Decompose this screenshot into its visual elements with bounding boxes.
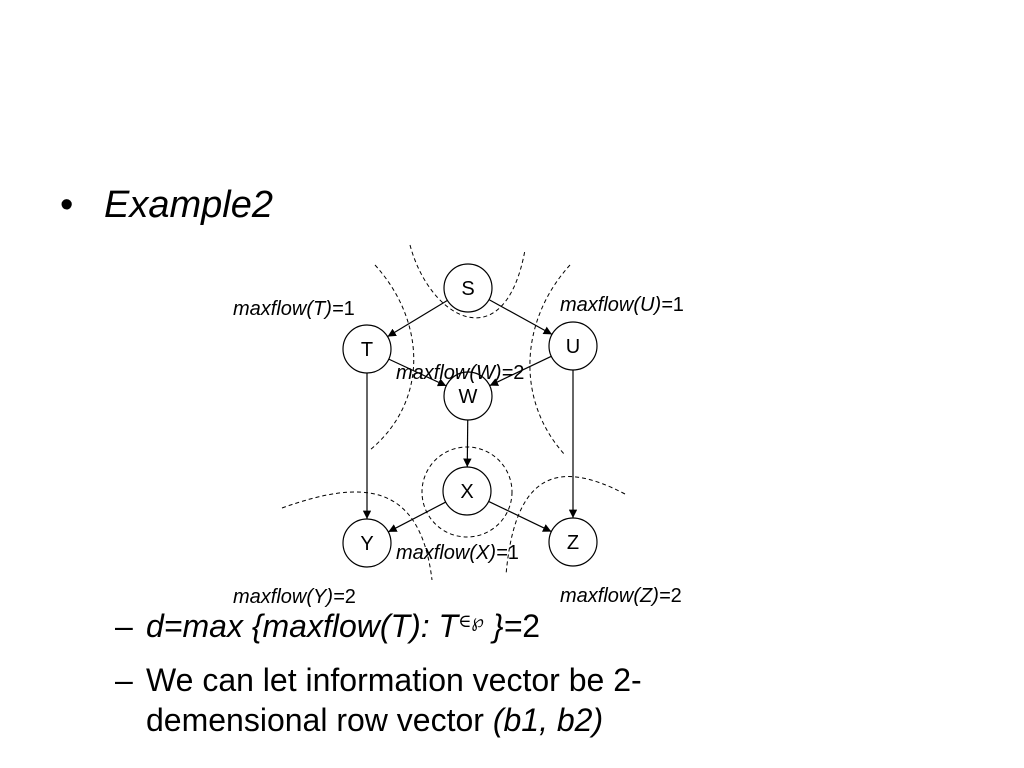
maxflow-label-w: maxflow(W)=2: [396, 362, 524, 384]
cut-curve-y: [281, 491, 433, 581]
edge-x-y: [388, 501, 446, 533]
node-t: [342, 324, 392, 374]
edge-s-u: [488, 299, 553, 335]
edge-s-t: [387, 299, 448, 338]
cut-curve-s: [409, 244, 526, 319]
cut-curve-u: [529, 264, 571, 456]
nodes: S T U W X Y Z: [342, 263, 598, 568]
bullet-example: • Example2: [60, 184, 273, 227]
edges: [362, 299, 578, 533]
edge-u-w: [489, 355, 552, 387]
node-w: [443, 371, 493, 421]
node-x: [442, 466, 492, 516]
node-label-y: Y: [360, 533, 373, 555]
element-of-symbol: ∈℘: [458, 611, 484, 632]
node-u: [548, 321, 598, 371]
annotations: maxflow(T)=1 maxflow(U)=1 maxflow(W)=2 maxf…: [233, 294, 684, 608]
edge-t-w: [388, 358, 447, 387]
vector-text-italic: (b1, b2): [492, 702, 604, 738]
node-y: [342, 518, 392, 568]
cut-curve-z: [505, 476, 626, 576]
edge-x-z: [488, 500, 552, 533]
node-s: [443, 263, 493, 313]
dash-marker: –: [115, 662, 133, 698]
node-label-z: Z: [567, 532, 579, 554]
maxflow-label-y: maxflow(Y)=2: [233, 586, 356, 608]
formula-close: }=: [483, 608, 523, 644]
maxflow-label-z: maxflow(Z)=2: [560, 585, 682, 607]
node-label-w: W: [459, 386, 478, 408]
maxflow-label-u: maxflow(U)=1: [560, 294, 684, 316]
vector-text-plain: demensional row vector: [146, 702, 493, 738]
node-z: [548, 517, 598, 567]
formula-text: d=max {maxflow(T): T: [146, 608, 459, 644]
bullet-marker: •: [60, 184, 74, 226]
formula-value: 2: [522, 608, 540, 644]
node-label-x: X: [460, 481, 473, 503]
vector-text-line1: We can let information vector be 2-: [146, 662, 642, 698]
node-label-u: U: [566, 336, 580, 358]
vector-text-line2: demensional row vector (b1, b2): [115, 700, 642, 740]
sub-point-vector: –We can let information vector be 2- dem…: [115, 660, 642, 740]
sub-point-formula: –d=max {maxflow(T): T∈℘ }=2: [115, 606, 540, 652]
node-label-t: T: [361, 339, 373, 361]
dash-marker: –: [115, 608, 133, 644]
maxflow-label-x: maxflow(X)=1: [396, 542, 519, 564]
maxflow-label-t: maxflow(T)=1: [233, 298, 355, 320]
example-title: Example2: [104, 184, 273, 226]
node-label-s: S: [461, 278, 474, 300]
